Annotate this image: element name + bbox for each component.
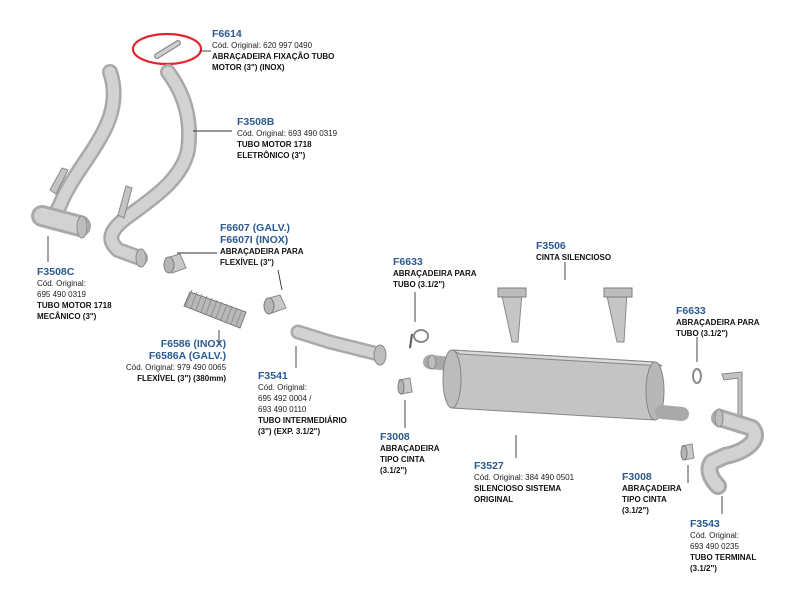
clamp-f6633-left: [409, 329, 429, 349]
tube-f3508b: [103, 64, 198, 268]
original-code: Cód. Original: 979 490 0065: [126, 363, 227, 372]
part-description: ORIGINAL: [474, 495, 514, 504]
clamp-f6633-right: [692, 368, 702, 384]
part-code: F3008: [622, 471, 652, 483]
part-code: F6586A (GALV.): [148, 350, 227, 362]
original-code: Cód. Original:: [37, 279, 86, 288]
label-f6633-right: F6633 ABRAÇADEIRA PARA TUBO (3.1/2"): [676, 305, 760, 339]
highlight-circle: [131, 32, 203, 66]
part-description: (3.1/2"): [690, 564, 717, 573]
part-code: F6586 (INOX): [160, 338, 227, 350]
part-description: FLEXÍVEL (3") (380mm): [137, 374, 227, 383]
part-description: FLEXÍVEL (3"): [220, 258, 274, 267]
original-code: Cód. Original:: [690, 531, 739, 540]
part-description: TUBO MOTOR 1718: [237, 140, 312, 149]
original-code: 693 490 0235: [690, 542, 739, 551]
part-description: TUBO TERMINAL: [690, 553, 757, 562]
label-f3508c: F3508C Cód. Original: 695 490 0319 TUBO …: [37, 266, 112, 322]
part-description: SILENCIOSO SISTEMA: [474, 484, 562, 493]
part-code: F3543: [690, 518, 720, 530]
part-description: ABRAÇADEIRA FIXAÇÃO TUBO: [212, 52, 335, 61]
part-description: (3") (EXP. 3.1/2"): [258, 427, 321, 436]
clamp-f3008-right: [680, 443, 695, 461]
flexible-f6586: [183, 289, 247, 329]
muffler-f3527: [423, 349, 689, 421]
part-code: F6633: [393, 256, 423, 268]
part-description: (3.1/2"): [622, 506, 649, 515]
part-code: F3541: [258, 370, 288, 382]
part-code: F3508C: [37, 266, 75, 278]
part-description: TUBO (3.1/2"): [676, 329, 728, 338]
clamp-f6607-a: [163, 253, 187, 274]
clamp-f6607-b: [263, 294, 287, 315]
label-f3543: F3543 Cód. Original: 693 490 0235 TUBO T…: [690, 518, 756, 574]
strap-f3506-right: [603, 287, 633, 343]
original-code: Cód. Original: 693 490 0319: [237, 129, 338, 138]
label-f3008-right: F3008 ABRAÇADEIRA TIPO CINTA (3.1/2"): [622, 471, 682, 516]
part-code: F3008: [380, 431, 410, 443]
part-description: ABRAÇADEIRA: [380, 444, 440, 453]
tube-f3508c: [31, 64, 122, 239]
part-description: ABRAÇADEIRA PARA: [676, 318, 760, 327]
part-description: MECÂNICO (3"): [37, 312, 97, 321]
part-code: F6607I (INOX): [220, 234, 289, 246]
original-code: 695 490 0319: [37, 290, 86, 299]
label-f3541: F3541 Cód. Original: 695 492 0004 / 693 …: [258, 370, 347, 437]
original-code: Cód. Original:: [258, 383, 307, 392]
label-f3508b: F3508B Cód. Original: 693 490 0319 TUBO …: [237, 116, 337, 161]
label-f6586: F6586 (INOX) F6586A (GALV.) Cód. Origina…: [126, 338, 226, 384]
part-description: TUBO (3.1/2"): [393, 280, 445, 289]
original-code: 693 490 0110: [258, 405, 307, 414]
tailpipe-f3543: [700, 371, 764, 495]
part-description: TIPO CINTA: [380, 455, 425, 464]
label-f6607: F6607 (GALV.) F6607I (INOX) ABRAÇADEIRA …: [220, 222, 304, 268]
tube-f3541: [290, 324, 387, 366]
part-code: F3527: [474, 460, 504, 472]
original-code: Cód. Original: 620 997 0490: [212, 41, 313, 50]
part-code: F6607 (GALV.): [220, 222, 291, 234]
part-code: F3508B: [237, 116, 275, 128]
label-f3527: F3527 Cód. Original: 384 490 0501 SILENC…: [474, 460, 574, 505]
part-description: TUBO MOTOR 1718: [37, 301, 112, 310]
part-description: ABRAÇADEIRA: [622, 484, 682, 493]
part-description: (3.1/2"): [380, 466, 407, 475]
part-description: ABRAÇADEIRA PARA: [393, 269, 477, 278]
clamp-f6614: [154, 40, 181, 59]
clamp-f3008-left: [397, 377, 413, 395]
part-code: F6614: [212, 28, 242, 40]
part-description: TUBO INTERMEDIÁRIO: [258, 416, 347, 425]
strap-f3506-left: [497, 287, 527, 343]
part-code: F3506: [536, 240, 566, 252]
part-code: F6633: [676, 305, 706, 317]
original-code: 695 492 0004 /: [258, 394, 312, 403]
part-description: MOTOR (3") (INOX): [212, 63, 285, 72]
leader-lines: [47, 50, 723, 514]
label-f3008-left: F3008 ABRAÇADEIRA TIPO CINTA (3.1/2"): [380, 431, 440, 476]
part-description: TIPO CINTA: [622, 495, 667, 504]
part-description: CINTA SILENCIOSO: [536, 253, 612, 262]
label-f3506: F3506 CINTA SILENCIOSO: [536, 240, 611, 263]
part-description: ELETRÔNICO (3"): [237, 151, 306, 160]
label-f6633-left: F6633 ABRAÇADEIRA PARA TUBO (3.1/2"): [393, 256, 477, 290]
label-f6614: F6614 Cód. Original: 620 997 0490 ABRAÇA…: [212, 28, 334, 73]
part-description: ABRAÇADEIRA PARA: [220, 247, 304, 256]
original-code: Cód. Original: 384 490 0501: [474, 473, 575, 482]
